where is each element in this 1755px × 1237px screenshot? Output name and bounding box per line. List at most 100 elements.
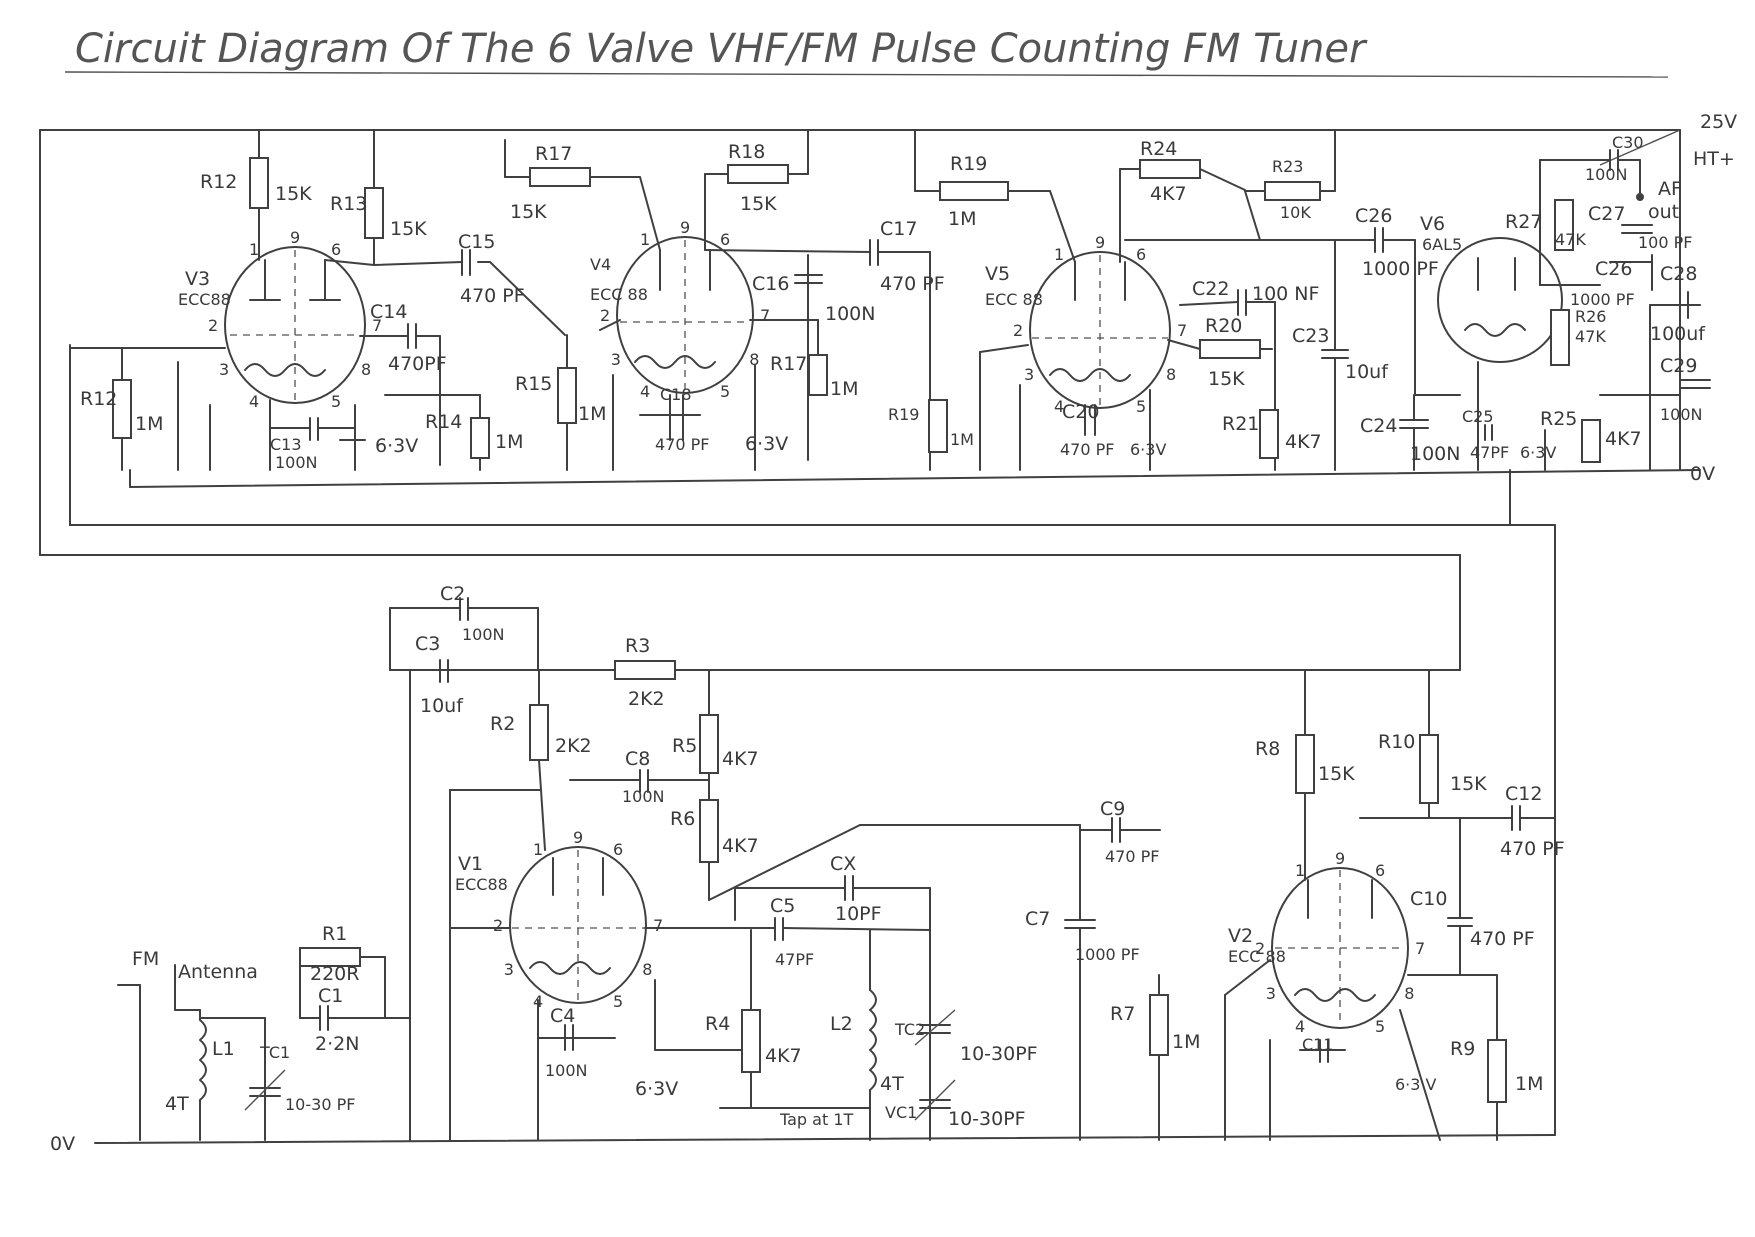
v1-pin-8: 8	[642, 960, 652, 979]
r25-value: 4K7	[1605, 428, 1642, 450]
c23-ref: C24	[1360, 415, 1397, 437]
r6-ref: R6	[670, 808, 695, 830]
r4-value: 4K7	[765, 1045, 802, 1067]
v1-ref: V1	[458, 853, 483, 875]
v1-pin-1: 1	[533, 840, 543, 859]
l2-tap: Tap at 1T	[779, 1110, 854, 1129]
r12b-ref: R12	[80, 388, 117, 410]
c27-value: 100 PF	[1638, 233, 1692, 252]
diagram-title: Circuit Diagram Of The 6 Valve VHF/FM Pu…	[75, 26, 1368, 72]
r14-ref: R14	[425, 411, 462, 433]
r17b-value: 1M	[830, 378, 858, 400]
c20-value: 100 NF	[1252, 283, 1319, 305]
tc1-ref: TC1	[259, 1043, 290, 1062]
r22-ref: R21	[1222, 413, 1259, 435]
v5-ref: V5	[985, 263, 1010, 285]
v2-ref: V2	[1228, 925, 1253, 947]
af-output-terminal[interactable]	[1636, 193, 1644, 201]
v2-pin-6: 6	[1375, 861, 1385, 880]
antenna-label: Antenna	[178, 961, 258, 983]
c2-ref: C2	[440, 583, 465, 605]
c26-ref: C26	[1595, 258, 1632, 280]
v2-pin-7: 7	[1415, 939, 1425, 958]
v3-ref: V3	[185, 268, 210, 290]
v3-pin-8: 8	[361, 360, 371, 379]
c12-value: 470 PF	[1500, 838, 1565, 860]
valve-v3-envelope	[224, 246, 366, 404]
c18-ref: C17	[880, 218, 917, 240]
resistor-r17-grid	[808, 354, 828, 396]
v4-pin-3: 3	[611, 350, 621, 369]
c8-value: 100N	[622, 787, 665, 806]
resistor-r24	[1139, 159, 1201, 179]
c4-ref: C4	[550, 1005, 575, 1027]
v5-pin-3: 3	[1024, 365, 1034, 384]
resistor-r15	[557, 367, 577, 424]
vc1-ref: VC1	[885, 1103, 917, 1122]
r17-value: 15K	[510, 201, 547, 223]
c24-value: 470 PF	[1060, 440, 1114, 459]
c3-ref: C3	[415, 633, 440, 655]
v3-pin-5: 5	[331, 392, 341, 411]
c5-value: 47PF	[775, 950, 814, 969]
c30-value: 100N	[1585, 165, 1628, 184]
out-label: out	[1648, 201, 1679, 223]
v1-pin-9: 9	[573, 828, 583, 847]
v4-ref: V4	[590, 255, 611, 274]
r18-ref: R18	[728, 141, 765, 163]
c25-value: 1000 PF	[1362, 258, 1439, 280]
r12-ref: R12	[200, 171, 237, 193]
v3-labels: V3 ECC88 R12 15K R13 15K C15 470 PF C14 …	[80, 171, 525, 472]
r17-ref: R17	[535, 143, 572, 165]
r12-value: 15K	[275, 183, 312, 205]
c15-value: 470 PF	[460, 285, 525, 307]
r20-ref: R19	[950, 153, 987, 175]
bottom-section-wiring	[94, 567, 1556, 1144]
r24-ref: R24	[1140, 138, 1177, 160]
v2-type: ECC 88	[1228, 947, 1286, 966]
resistor-r8	[1295, 734, 1315, 794]
cx-ref: CX	[830, 853, 856, 875]
r8-ref: R8	[1255, 738, 1280, 760]
resistor-r25	[1581, 419, 1601, 463]
v6-ref: V6	[1420, 213, 1445, 235]
v1-heater: 6·3V	[635, 1078, 678, 1100]
c14-value: 470PF	[388, 353, 447, 375]
r1-value: 220R	[310, 963, 359, 985]
bottom-labels: C2 100N C3 10uf R3 2K2 R2 2K2 R5 4K7 R6 …	[50, 583, 1565, 1155]
resistor-r20	[939, 181, 1009, 201]
valve-v4-envelope	[616, 236, 754, 394]
resistor-r13	[364, 187, 384, 239]
resistor-r19	[928, 399, 948, 453]
v4-labels: V4 ECC 88 R17 15K R18 15K C16 100N C17 4…	[510, 141, 945, 455]
v4-stage	[504, 129, 931, 471]
l1-ref: L1	[212, 1038, 235, 1060]
c29-value: 100N	[1660, 405, 1703, 424]
v1-pin-3: 3	[504, 960, 514, 979]
v6-labels: V6 6AL5 R27 47K R26 47K R25 4K7 C24 100N…	[1360, 133, 1706, 465]
v3-pin-6: 6	[331, 240, 341, 259]
v1-pin-5: 5	[613, 992, 623, 1011]
resistor-r10	[1419, 734, 1439, 804]
v5-pin-8: 8	[1166, 365, 1176, 384]
c7-value: 1000 PF	[1075, 945, 1140, 964]
r13-ref: R13	[330, 193, 367, 215]
resistor-r18	[727, 164, 789, 184]
c12-ref: C12	[1505, 783, 1542, 805]
coil-l1	[199, 1019, 207, 1101]
supply-voltage-label: 25V	[1700, 111, 1737, 133]
v3-pin-1: 1	[249, 240, 259, 259]
v4-pin-2: 2	[600, 306, 610, 325]
c11-ref: C11	[1302, 1035, 1334, 1054]
resistor-r23	[1264, 181, 1321, 201]
r15-ref: R15	[515, 373, 552, 395]
v6-stage	[1399, 149, 1711, 471]
c13-ref: C13	[270, 435, 302, 454]
r14-value: 1M	[495, 431, 523, 453]
c17-value: 100N	[825, 303, 875, 325]
v3-type: ECC88	[178, 290, 231, 309]
valve-v5-envelope	[1029, 251, 1171, 409]
resistor-r7	[1149, 994, 1169, 1056]
